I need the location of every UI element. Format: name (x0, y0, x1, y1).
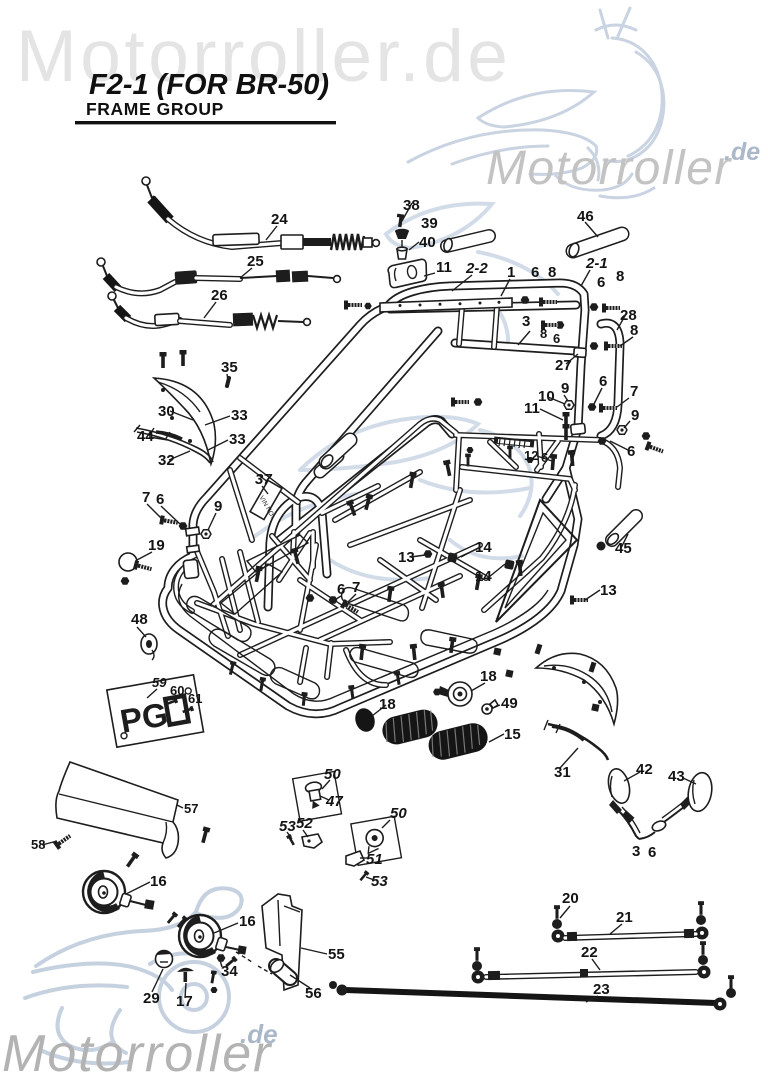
svg-text:59: 59 (152, 675, 167, 690)
svg-text:14: 14 (475, 568, 492, 585)
svg-text:30: 30 (158, 403, 175, 420)
svg-text:7: 7 (630, 383, 638, 400)
svg-text:3: 3 (632, 843, 640, 860)
svg-text:27: 27 (555, 357, 572, 374)
svg-text:FRAME GROUP: FRAME GROUP (86, 99, 224, 119)
svg-text:56: 56 (305, 985, 322, 1002)
svg-text:12: 12 (524, 448, 538, 463)
svg-text:46: 46 (577, 208, 594, 225)
svg-text:53: 53 (279, 818, 296, 835)
svg-text:18: 18 (379, 696, 396, 713)
svg-text:34: 34 (221, 963, 238, 980)
svg-text:6: 6 (156, 491, 164, 508)
svg-text:Motorroller.de: Motorroller.de (16, 16, 511, 97)
svg-text:9: 9 (214, 498, 222, 515)
svg-text:7: 7 (352, 579, 360, 596)
svg-text:3: 3 (522, 313, 530, 330)
svg-text:PG: PG (117, 695, 170, 740)
svg-text:6: 6 (337, 581, 345, 598)
svg-text:57: 57 (184, 801, 198, 816)
svg-text:50: 50 (324, 766, 341, 783)
svg-text:60: 60 (170, 683, 184, 698)
svg-text:2-2: 2-2 (465, 260, 488, 277)
svg-text:47: 47 (325, 793, 343, 810)
svg-text:29: 29 (143, 990, 160, 1007)
svg-text:2-1: 2-1 (585, 255, 608, 272)
svg-text:45: 45 (615, 540, 632, 557)
svg-text:19: 19 (148, 537, 165, 554)
svg-text:11: 11 (524, 400, 540, 417)
svg-text:25: 25 (247, 253, 264, 270)
svg-text:11: 11 (436, 259, 452, 276)
svg-text:6: 6 (553, 331, 560, 346)
svg-text:42: 42 (636, 761, 653, 778)
svg-text:35: 35 (221, 359, 238, 376)
svg-text:33: 33 (231, 407, 248, 424)
svg-text:6: 6 (531, 264, 539, 281)
svg-text:23: 23 (593, 981, 610, 998)
svg-text:33: 33 (229, 431, 246, 448)
svg-text:37: 37 (255, 471, 272, 488)
svg-text:55: 55 (328, 946, 345, 963)
svg-text:32: 32 (158, 452, 175, 469)
svg-text:15: 15 (504, 726, 521, 743)
svg-text:Motorroller: Motorroller (2, 1025, 273, 1083)
svg-text:52: 52 (296, 815, 313, 832)
svg-text:6: 6 (648, 844, 656, 861)
svg-text:9: 9 (561, 380, 569, 397)
svg-text:9: 9 (631, 407, 639, 424)
svg-text:6: 6 (627, 443, 635, 460)
svg-text:F2-1 (FOR BR-50): F2-1 (FOR BR-50) (89, 69, 329, 101)
svg-text:8: 8 (540, 326, 547, 341)
svg-text:28: 28 (620, 307, 637, 324)
svg-text:44: 44 (137, 428, 154, 445)
svg-text:.de: .de (724, 138, 760, 166)
svg-text:31: 31 (554, 764, 571, 781)
svg-text:61: 61 (188, 691, 202, 706)
svg-text:39: 39 (421, 215, 438, 232)
svg-text:40: 40 (419, 234, 436, 251)
svg-text:16: 16 (150, 873, 167, 890)
svg-text:8: 8 (616, 268, 624, 285)
svg-text:18: 18 (480, 668, 497, 685)
svg-text:8: 8 (548, 264, 556, 281)
svg-text:58: 58 (31, 837, 45, 852)
svg-text:6: 6 (541, 450, 548, 465)
svg-text:6: 6 (599, 373, 607, 390)
svg-text:Motorroller: Motorroller (486, 142, 732, 195)
svg-text:21: 21 (616, 909, 633, 926)
svg-text:8: 8 (630, 322, 638, 339)
svg-text:14: 14 (475, 539, 492, 556)
svg-text:48: 48 (131, 611, 148, 628)
svg-text:43: 43 (668, 768, 685, 785)
svg-text:6: 6 (597, 274, 605, 291)
svg-text:49: 49 (501, 695, 518, 712)
svg-text:26: 26 (211, 287, 228, 304)
svg-text:16: 16 (239, 913, 256, 930)
svg-text:13: 13 (398, 549, 415, 566)
svg-text:17: 17 (176, 993, 193, 1010)
svg-text:7: 7 (142, 489, 150, 506)
svg-text:.de: .de (240, 1019, 278, 1049)
svg-text:1: 1 (507, 264, 515, 281)
svg-text:20: 20 (562, 890, 579, 907)
svg-text:50: 50 (390, 805, 407, 822)
svg-text:10: 10 (538, 388, 555, 405)
svg-text:53: 53 (371, 873, 388, 890)
svg-text:13: 13 (600, 582, 617, 599)
svg-text:24: 24 (271, 211, 288, 228)
svg-text:22: 22 (581, 944, 598, 961)
svg-text:51: 51 (366, 851, 383, 868)
